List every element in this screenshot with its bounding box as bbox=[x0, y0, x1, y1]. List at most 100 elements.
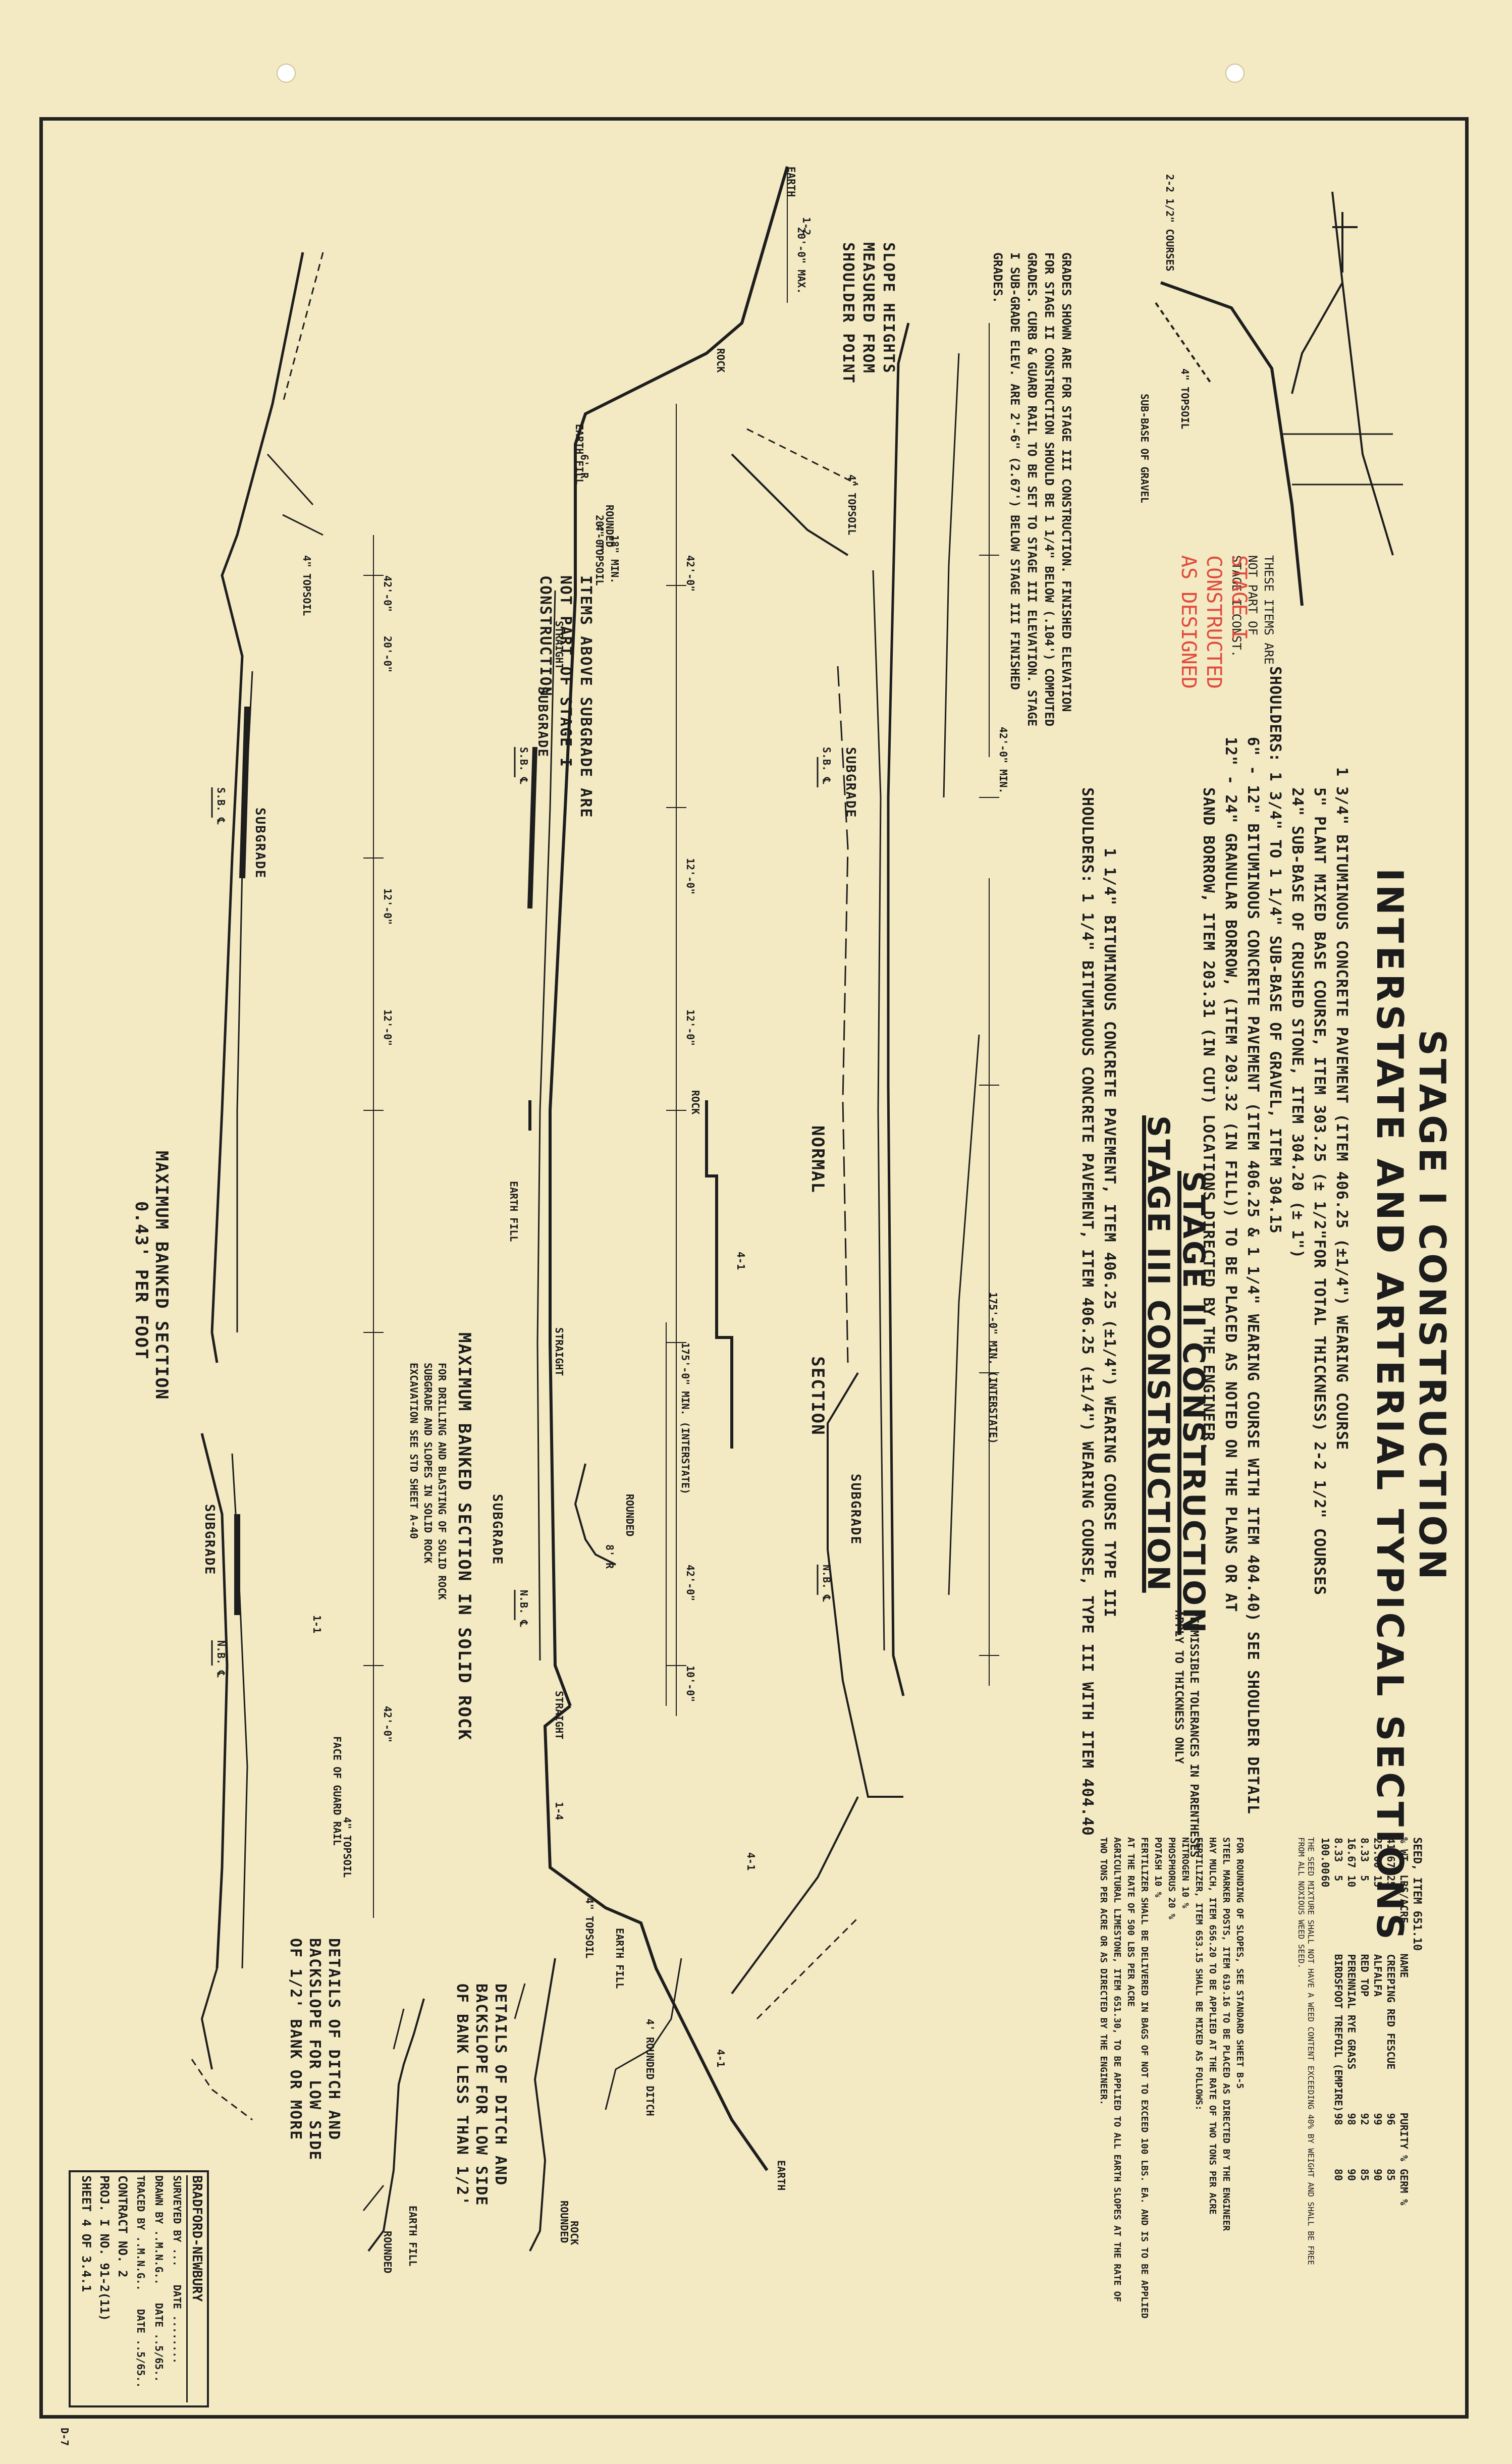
stage3-spec-block: 1 1/4" BITUMINOUS CONCRETE PAVEMENT, ITE… bbox=[1076, 787, 1120, 1836]
rock-label: ROCK bbox=[715, 348, 727, 373]
title-stage1: STAGE I CONSTRUCTION bbox=[1411, 1030, 1453, 1583]
earth-label: EARTH bbox=[785, 167, 797, 197]
earth-fill-label: EARTH FILL bbox=[614, 1928, 626, 1989]
traced-by: TRACED BY ..M.N.G.. bbox=[135, 2175, 147, 2291]
seed-note: THE SEED MIXTURE SHALL NOT HAVE A WEED C… bbox=[1297, 1837, 1316, 2265]
seed-mixture-table: % WT. LBS/ACRE NAME PURITY % GERM % 41.6… bbox=[1319, 1837, 1411, 2206]
topsoil-label: 4" TOPSOIL bbox=[593, 525, 606, 586]
sheet-number: SHEET 4 OF 3.4.1 bbox=[79, 2175, 93, 2292]
nb-centerline: N.B. ℄ bbox=[215, 1640, 227, 1678]
interstate-dimension: 175'-0" MIN. (INTERSTATE) bbox=[679, 1343, 691, 1495]
courses-label: 2-2 1/2" COURSES bbox=[1164, 174, 1176, 272]
subgrade-label: SUBGRADE bbox=[490, 1494, 505, 1566]
sheet-border bbox=[39, 117, 1469, 2419]
dimension-label: 20'-0" MAX. bbox=[795, 227, 807, 294]
main-title-group: STAGE I CONSTRUCTION INTERSTATE AND ARTE… bbox=[1369, 868, 1453, 1943]
sb-centerline: S.B. ℄ bbox=[215, 787, 227, 825]
interstate-dimension: 175'-0" MIN. (INTERSTATE) bbox=[987, 1292, 999, 1444]
spec-line: SHOULDERS: 1 1/4" BITUMINOUS CONCRETE PA… bbox=[1078, 787, 1096, 1836]
subgrade-label: SUBGRADE bbox=[535, 686, 550, 758]
punch-hole bbox=[277, 64, 296, 83]
stage1-spec-block: 1 3/4" BITUMINOUS CONCRETE PAVEMENT (ITE… bbox=[1197, 666, 1353, 1814]
ditch-low-caption: DETAILS OF DITCH AND BACKSLOPE FOR LOW S… bbox=[453, 1984, 509, 2207]
seed-table: SEED, ITEM 651.10 % WT. LBS/ACRE NAME PU… bbox=[1297, 1837, 1423, 2281]
dimension-label: 42'-0" bbox=[684, 555, 696, 592]
drawing-code: D-7 bbox=[59, 2428, 71, 2446]
slope-heights-note: SLOPE HEIGHTS MEASURED FROM SHOULDER POI… bbox=[839, 242, 897, 384]
straight-label: STRAIGHT bbox=[553, 1327, 565, 1376]
topsoil-label: 4" TOPSOIL bbox=[583, 1898, 596, 1959]
subgrade-label: SUBGRADE bbox=[202, 1504, 217, 1576]
earth-fill-label: EARTH FILL bbox=[573, 424, 585, 485]
straight-label: STRAIGHT bbox=[553, 1691, 565, 1740]
dimension-label: 20'-0" bbox=[382, 636, 394, 673]
slope-label: 1-4 bbox=[553, 1802, 565, 1820]
note-line: POTASH 10 % bbox=[1153, 1837, 1163, 1898]
rock-label: ROCK bbox=[689, 1090, 701, 1115]
earth-fill-label: EARTH FILL bbox=[407, 2206, 419, 2267]
dimension-label: 12'-0" bbox=[684, 858, 696, 895]
title-typical-sections: INTERSTATE AND ARTERIAL TYPICAL SECTIONS bbox=[1369, 868, 1411, 1943]
slope-label: 4-1 bbox=[745, 1852, 757, 1871]
note-line: FERTILIZER, ITEM 653.15 SHALL BE MIXED A… bbox=[1194, 1837, 1204, 2111]
date-field: DATE ........ bbox=[171, 2284, 183, 2364]
date-field: DATE ..5/65.. bbox=[135, 2309, 147, 2388]
stage2-title: STAGE II CONSTRUCTION bbox=[1176, 1171, 1211, 1635]
spec-line: SHOULDERS: 1 3/4" TO 1 1/4" SUB-BASE OF … bbox=[1266, 666, 1284, 1234]
note-line: FERTILIZER SHALL BE DELIVERED IN BAGS OF… bbox=[1125, 1837, 1150, 2319]
topsoil-label: 4" TOPSOIL bbox=[846, 474, 858, 535]
dimension-label: 12'-0" bbox=[382, 888, 394, 925]
dimension-label: 10'-0" bbox=[684, 1666, 696, 1702]
project-town: BRADFORD-NEWBURY bbox=[186, 2175, 206, 2402]
earth-label: EARTH bbox=[775, 2160, 787, 2191]
topsoil-label: 4" TOPSOIL bbox=[341, 1817, 353, 1878]
punch-hole bbox=[1225, 64, 1245, 83]
note-line: FOR ROUNDING OF SLOPES, SEE STANDARD SHE… bbox=[1234, 1837, 1245, 2089]
stage3-heading: STAGE III CONSTRUCTION bbox=[1141, 1115, 1176, 1593]
rock-section-caption: MAXIMUM BANKED SECTION IN SOLID ROCK bbox=[454, 1332, 474, 1741]
subgrade-label: SUBGRADE bbox=[848, 1474, 863, 1545]
contract-number: CONTRACT NO. 2 bbox=[116, 2175, 130, 2278]
note-line: AGRICULTURAL LIMESTONE, ITEM 651.30, TO … bbox=[1098, 1837, 1122, 2302]
ditch-more-caption: DETAILS OF DITCH AND BACKSLOPE FOR LOW S… bbox=[287, 1938, 343, 2161]
stage3-title: STAGE III CONSTRUCTION bbox=[1141, 1115, 1176, 1593]
dimension-label: 42'-0" bbox=[684, 1565, 696, 1601]
banked-rate: 0.43' PER FOOT bbox=[131, 1201, 151, 1360]
grades-note: GRADES SHOWN ARE FOR STAGE III CONSTRUCT… bbox=[991, 252, 1073, 727]
title-block-text: BRADFORD-NEWBURY SURVEYED BY ... DATE ..… bbox=[77, 2175, 206, 2402]
dimension-label: 42'-0" bbox=[382, 575, 394, 612]
dimension-label: 12'-0" bbox=[382, 1009, 394, 1046]
banked-section-caption: MAXIMUM BANKED SECTION bbox=[151, 1151, 172, 1401]
earth-fill-label: EARTH FILL bbox=[508, 1181, 520, 1242]
note-line: NITROGEN 10 % bbox=[1180, 1837, 1191, 1908]
slope-label: 1-1 bbox=[311, 1615, 323, 1634]
note-line: STEEL MARKER POSTS, ITEM 619.16 TO BE PL… bbox=[1221, 1837, 1231, 2231]
nb-centerline: N.B. ℄ bbox=[821, 1565, 833, 1602]
drawn-by: DRAWN BY ..M.N.G.. bbox=[153, 2175, 165, 2285]
straight-label: STRAIGHT bbox=[553, 621, 565, 670]
note-line: PHOSPHORUS 20 % bbox=[1166, 1837, 1177, 1919]
stage2-heading: STAGE II CONSTRUCTION bbox=[1176, 1171, 1211, 1635]
surveyed-by: SURVEYED BY ... bbox=[171, 2175, 183, 2267]
rounded-ditch-label: 4' ROUNDED DITCH bbox=[644, 2019, 656, 2116]
spec-line: 1 1/4" BITUMINOUS CONCRETE PAVEMENT, ITE… bbox=[1101, 848, 1118, 1618]
subgrade-label: SUBGRADE bbox=[843, 747, 858, 819]
title-block bbox=[69, 2170, 209, 2407]
slope-label: 4-1 bbox=[735, 1252, 747, 1270]
subbase-label: SUB-BASE OF GRAVEL bbox=[1139, 394, 1151, 503]
rounded-label: ROUNDED bbox=[382, 2231, 394, 2274]
constructed-stamp: STAGE I CONSTRUCTED AS DESIGNED bbox=[1177, 555, 1251, 689]
dimension-label: 42'-0" MIN. bbox=[997, 727, 1009, 794]
seed-heading: SEED, ITEM 651.10 bbox=[1411, 1837, 1423, 1951]
project-number: PROJ. I NO. 91-2(11) bbox=[97, 2175, 112, 2321]
sb-centerline: S.B. ℄ bbox=[518, 747, 530, 784]
topsoil-label: 4" TOPSOIL bbox=[301, 555, 313, 616]
rock-section-note: FOR DRILLING AND BLASTING OF SOLID ROCK … bbox=[408, 1363, 448, 1600]
